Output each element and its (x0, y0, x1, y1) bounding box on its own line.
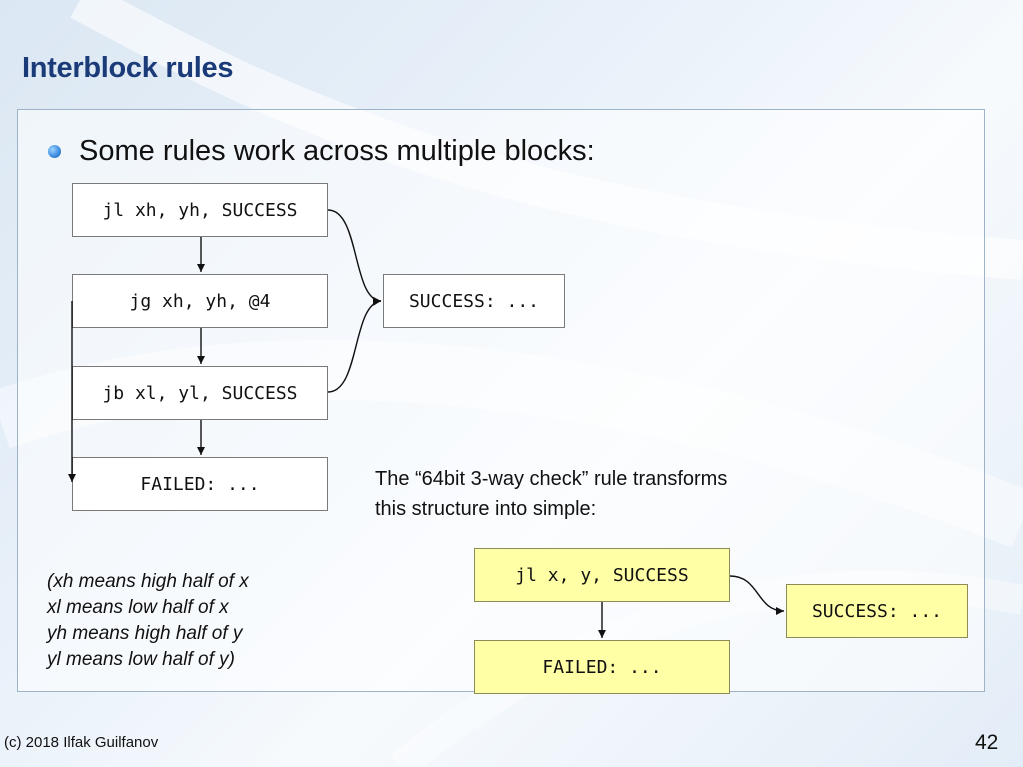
arrow-block3-success (327, 297, 382, 393)
legend-line: (xh means high half of x (47, 571, 249, 592)
bullet-item: Some rules work across multiple blocks: (48, 131, 595, 171)
block-failed: FAILED: ... (72, 457, 328, 511)
block-jg-high: jg xh, yh, @4 (72, 274, 328, 328)
transform-note: The “64bit 3-way check” rule transforms … (375, 464, 727, 524)
arrow-block1-success (327, 209, 382, 305)
block-jl-simple: jl x, y, SUCCESS (474, 548, 730, 602)
block-success: SUCCESS: ... (383, 274, 565, 328)
block-success-simple: SUCCESS: ... (786, 584, 968, 638)
bullet-text: Some rules work across multiple blocks: (79, 134, 595, 167)
page-number: 42 (975, 731, 999, 754)
block-failed-simple: FAILED: ... (474, 640, 730, 694)
transform-note-line2: this structure into simple: (375, 498, 597, 520)
legend-line: xl means low half of x (47, 597, 229, 618)
legend-line: yh means high half of y (47, 623, 243, 644)
block-jb-low: jb xl, yl, SUCCESS (72, 366, 328, 420)
legend-line: yl means low half of y) (47, 649, 235, 670)
arrow-simple-success (729, 575, 785, 615)
transform-note-line1: The “64bit 3-way check” rule transforms (375, 468, 728, 490)
block-jl-high: jl xh, yh, SUCCESS (72, 183, 328, 237)
footer-copyright: (c) 2018 Ilfak Guilfanov (4, 734, 159, 751)
legend: (xh means high half of x xl means low ha… (47, 569, 249, 673)
slide-title: Interblock rules (22, 52, 234, 84)
bullet-icon (48, 144, 61, 158)
